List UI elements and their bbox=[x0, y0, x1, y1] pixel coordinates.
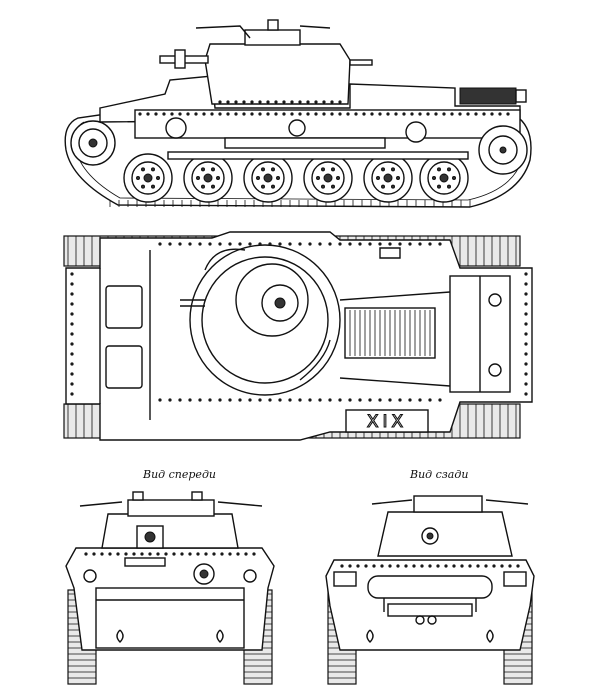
top-view: XIX bbox=[63, 231, 533, 441]
side-turret bbox=[204, 43, 351, 105]
side-view bbox=[64, 19, 532, 208]
front-view-caption: Вид спереди bbox=[143, 468, 216, 481]
driver-hatch bbox=[105, 285, 143, 329]
side-exhaust bbox=[459, 87, 517, 105]
rear-view-drawing bbox=[325, 495, 535, 685]
hull-marking: XIX bbox=[367, 412, 407, 432]
front-turret bbox=[101, 513, 239, 549]
hull-rivets bbox=[138, 100, 510, 116]
turret-ring bbox=[189, 244, 341, 396]
rear-muffler bbox=[367, 575, 493, 599]
rear-view-caption: Вид сзади bbox=[410, 468, 469, 481]
rear-turret bbox=[377, 511, 513, 557]
front-view-drawing bbox=[65, 491, 275, 685]
gunner-hatch bbox=[105, 345, 143, 389]
top-rivets bbox=[70, 242, 528, 402]
